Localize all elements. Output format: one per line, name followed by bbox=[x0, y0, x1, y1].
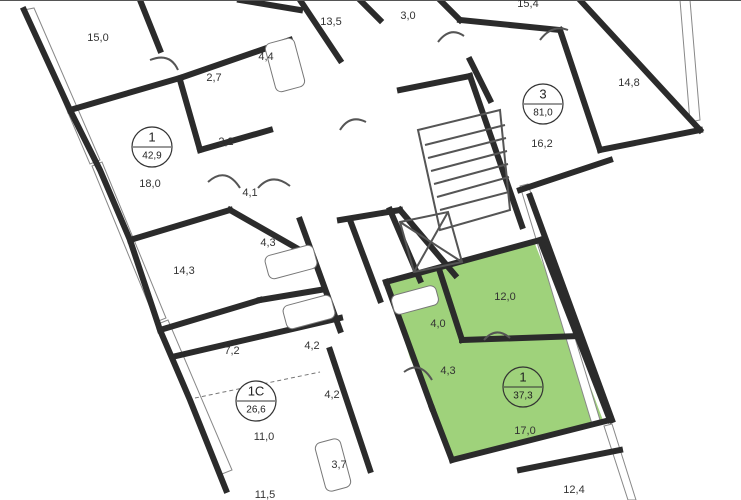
apartment-room-count: 3 bbox=[539, 86, 546, 101]
room-area-label: 17,0 bbox=[514, 425, 535, 437]
apartment-badge-top-right[interactable]: 3 81,0 bbox=[522, 83, 564, 125]
room-area-label: 4,0 bbox=[430, 318, 445, 330]
room-area-label: 14,3 bbox=[173, 265, 194, 277]
apartment-total-area: 37,3 bbox=[513, 391, 533, 402]
room-area-label: 4,4 bbox=[258, 51, 273, 63]
room-labels: 15,0 13,5 3,0 15,4 4,4 2,7 14,8 2,2 18,0… bbox=[87, 0, 639, 500]
apartment-badge-highlighted[interactable]: 1 37,3 bbox=[502, 366, 544, 408]
apartment-badge-top-left[interactable]: 1 42,9 bbox=[131, 126, 173, 168]
room-area-label: 16,2 bbox=[531, 138, 552, 150]
room-area-label: 7,2 bbox=[224, 345, 239, 357]
room-area-label: 12,4 bbox=[563, 484, 584, 496]
room-area-label: 15,4 bbox=[517, 0, 538, 10]
room-area-label: 4,2 bbox=[304, 340, 319, 352]
room-area-label: 13,5 bbox=[320, 16, 341, 28]
apartment-badge-studio[interactable]: 1С 26,6 bbox=[235, 380, 277, 422]
room-area-label: 4,2 bbox=[324, 389, 339, 401]
room-area-label: 4,3 bbox=[260, 237, 275, 249]
room-area-label: 12,0 bbox=[494, 291, 515, 303]
room-area-label: 3,7 bbox=[331, 459, 346, 471]
room-area-label: 15,0 bbox=[87, 32, 108, 44]
bathtubs bbox=[264, 37, 439, 492]
apartment-room-count: 1С bbox=[248, 383, 265, 398]
exterior-left-wall bbox=[20, 6, 233, 494]
apartment-room-count: 1 bbox=[519, 369, 526, 384]
room-area-label: 2,2 bbox=[218, 136, 233, 148]
apartment-total-area: 26,6 bbox=[246, 405, 266, 416]
highlighted-apartment-fill[interactable] bbox=[386, 244, 604, 460]
room-area-label: 3,0 bbox=[400, 10, 415, 22]
interior-walls bbox=[0, 0, 741, 474]
apartment-total-area: 42,9 bbox=[142, 151, 162, 162]
elevator-shaft bbox=[398, 210, 464, 274]
room-area-label: 4,3 bbox=[440, 365, 455, 377]
apartment-room-count: 1 bbox=[148, 129, 155, 144]
room-area-label: 11,0 bbox=[254, 431, 275, 443]
room-area-label: 14,8 bbox=[618, 77, 639, 89]
room-area-label: 2,7 bbox=[206, 72, 221, 84]
room-area-label: 18,0 bbox=[139, 178, 160, 190]
room-area-label: 11,5 bbox=[255, 489, 276, 500]
stairwell bbox=[416, 108, 512, 232]
door-swings bbox=[149, 27, 569, 381]
apartment-total-area: 81,0 bbox=[533, 108, 553, 119]
room-area-label: 4,1 bbox=[242, 187, 257, 199]
